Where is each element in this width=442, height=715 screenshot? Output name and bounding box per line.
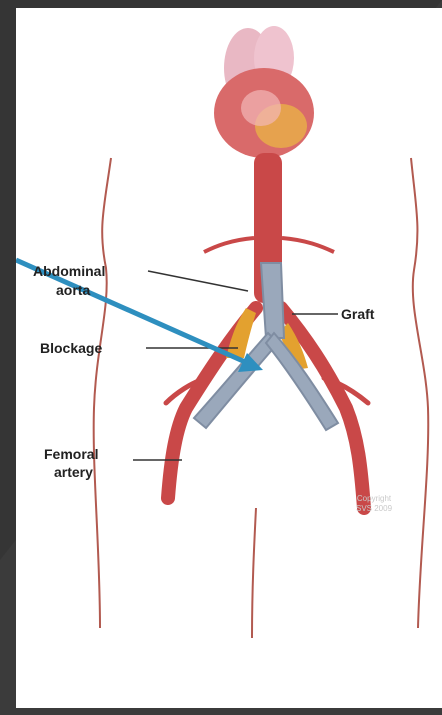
heart <box>214 26 314 158</box>
diagram-panel: Abdominal aorta Graft Blockage Femoral a… <box>16 8 442 708</box>
blockage-label: Blockage <box>40 340 102 356</box>
copyright-watermark: Copyright SVS 2009 <box>356 494 392 514</box>
watermark-line1: Copyright <box>356 494 392 504</box>
graft-label: Graft <box>341 306 374 322</box>
abdominal-aorta-label-line2: aorta <box>56 282 90 298</box>
abdominal-aorta-label-line1: Abdominal <box>33 263 105 279</box>
watermark-line2: SVS 2009 <box>356 504 392 514</box>
femoral-artery-label-line1: Femoral <box>44 446 98 462</box>
femoral-artery-label-line2: artery <box>54 464 93 480</box>
aortobifemoral-bypass-illustration <box>16 8 442 708</box>
